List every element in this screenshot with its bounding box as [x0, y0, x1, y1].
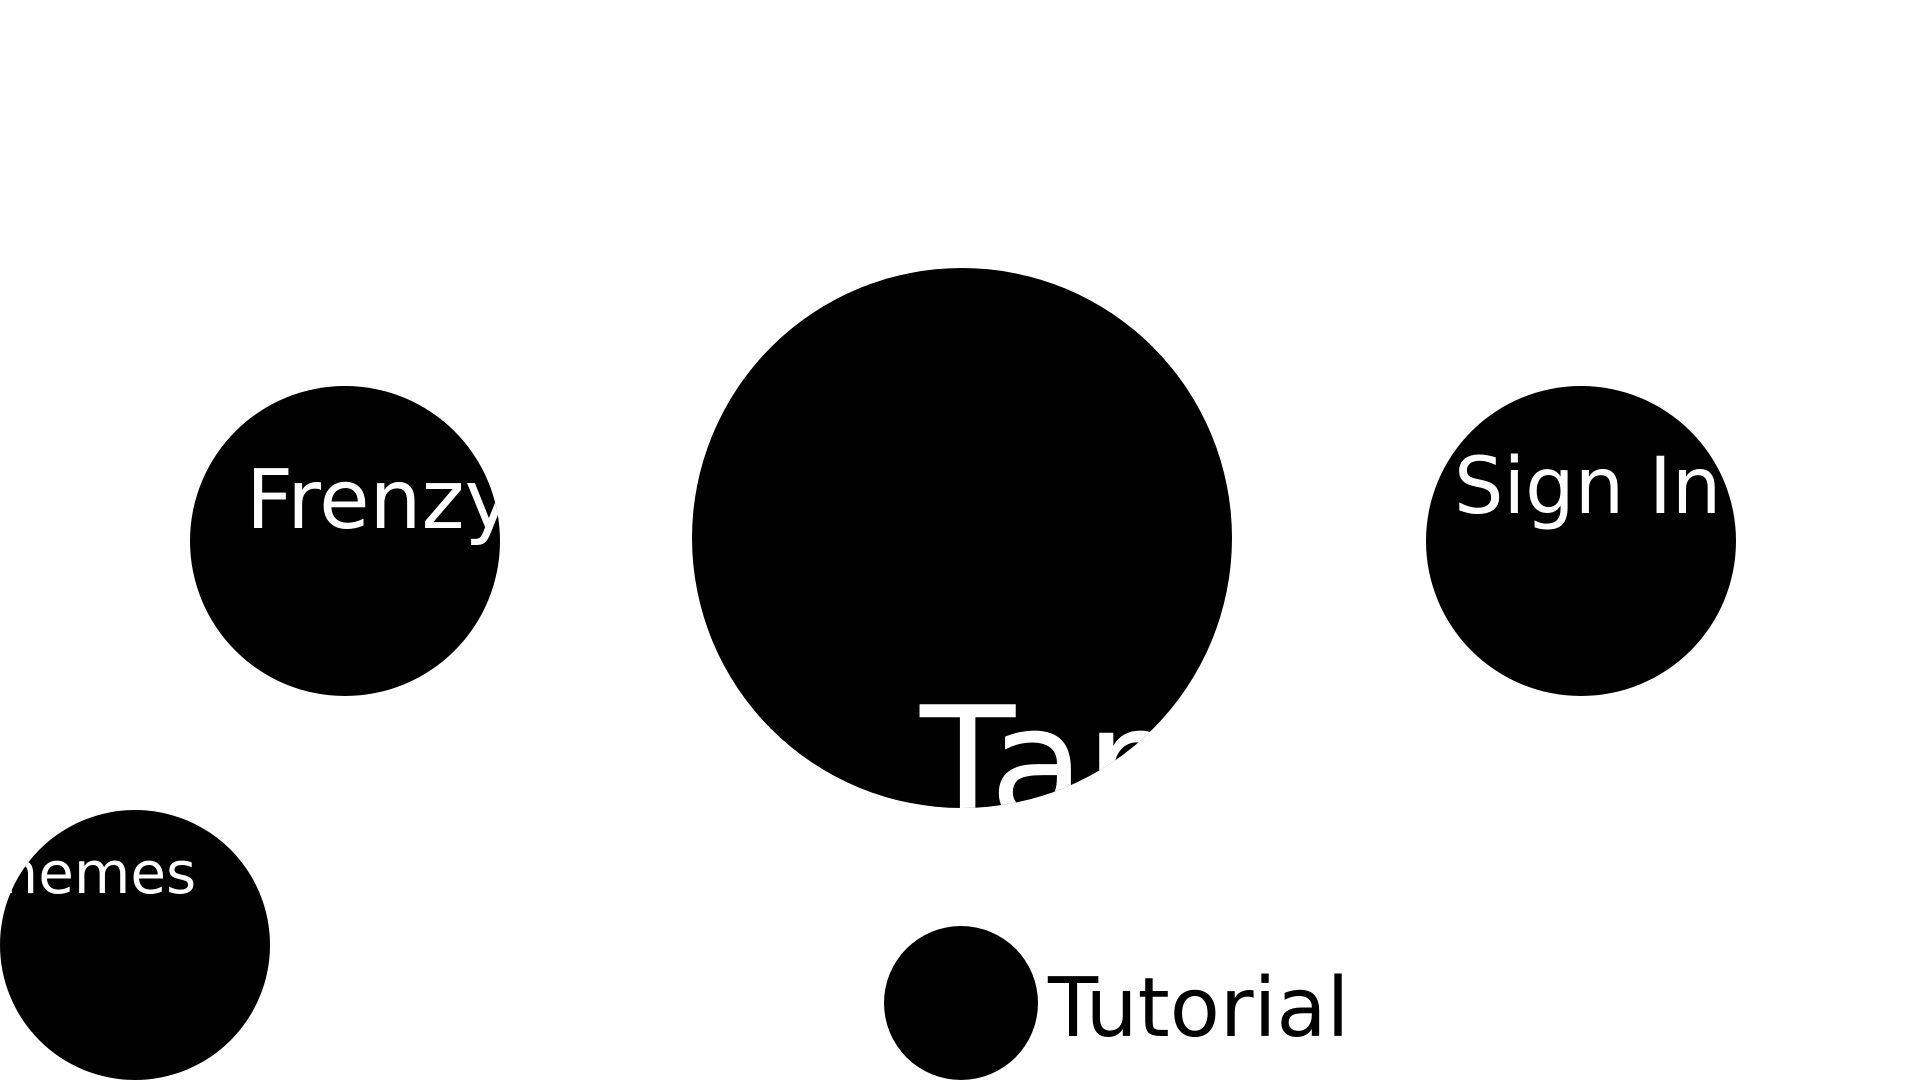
sign-in-button[interactable]: Sign In	[1426, 386, 1736, 696]
frenzy-label: Frenzy	[246, 453, 500, 548]
tap-label: Tap	[920, 673, 1185, 808]
sign-in-label: Sign In	[1454, 442, 1722, 532]
frenzy-button[interactable]: Frenzy	[190, 386, 500, 696]
tap-button[interactable]: Tap	[692, 268, 1232, 808]
themes-button[interactable]: Themes	[0, 810, 270, 1080]
themes-label: Themes	[0, 839, 197, 907]
tutorial-label[interactable]: Tutorial	[1048, 961, 1350, 1056]
tutorial-button[interactable]	[884, 926, 1038, 1080]
